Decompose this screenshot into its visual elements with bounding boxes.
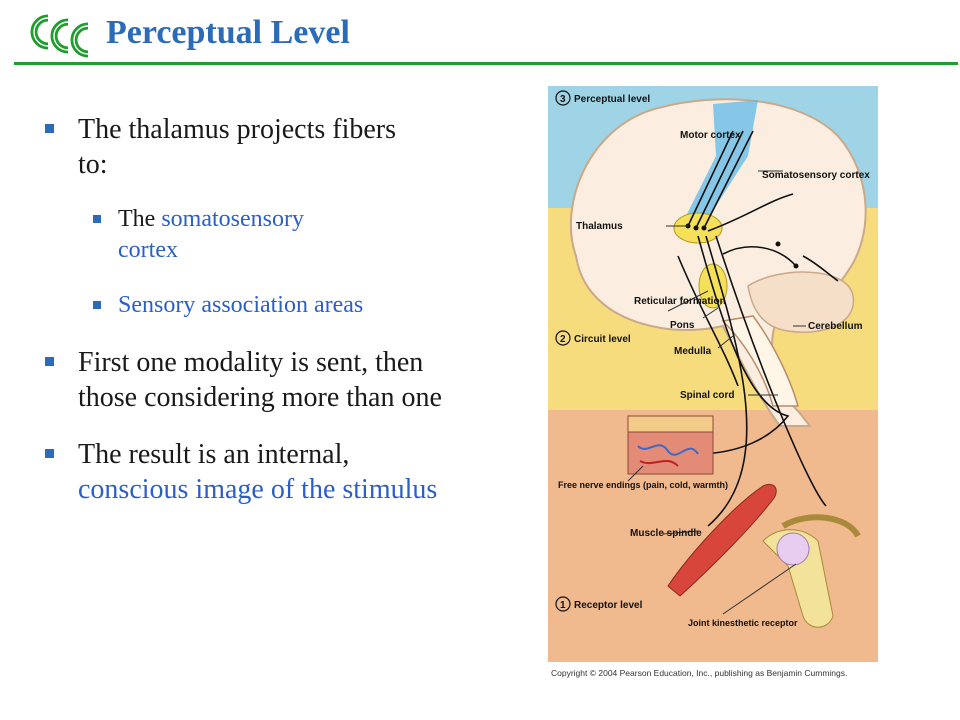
bullet-text: The thalamus projects fibers to: <box>78 114 397 180</box>
bullet-item: The result is an internal, conscious ima… <box>45 437 438 507</box>
cerebellum-icon <box>747 271 855 333</box>
level-badge-perceptual: 3 Perceptual level <box>555 90 650 106</box>
bullet-marker <box>45 357 54 366</box>
bullet-list: The thalamus projects fibers to: The som… <box>45 112 465 529</box>
bullet-prefix: The result is an internal, <box>78 439 350 470</box>
skin-block-icon <box>627 415 714 475</box>
spinal-cord-label: Spinal cord <box>680 390 734 401</box>
free-nerve-endings-label: Free nerve endings (pain, cold, warmth) <box>558 480 728 490</box>
motor-cortex-label: Motor cortex <box>680 130 741 141</box>
level-badge-receptor: 1 Receptor level <box>555 596 643 612</box>
sub-bullet-highlight: Sensory association areas <box>118 292 364 318</box>
motor-cortex-icon <box>686 100 758 226</box>
sub-bullet-item: Sensory association areas <box>93 290 478 321</box>
muscle-icon <box>667 483 777 597</box>
perceptual-level-label: Perceptual level <box>574 94 650 105</box>
bullet-text: First one modality is sent, then those c… <box>78 347 442 413</box>
reticular-formation-label: Reticular formation <box>634 296 726 307</box>
copyright-notice: Copyright © 2004 Pearson Education, Inc.… <box>551 668 848 678</box>
level-badge-circuit: 2 Circuit level <box>555 330 631 346</box>
cerebellum-label: Cerebellum <box>808 321 863 332</box>
bullet-marker <box>93 301 101 309</box>
joint-receptor-label: Joint kinesthetic receptor <box>688 618 798 628</box>
bullet-marker <box>45 124 54 133</box>
receptor-level-label: Receptor level <box>574 600 643 611</box>
pons-label: Pons <box>670 320 695 331</box>
bullet-highlight: conscious image of the stimulus <box>78 474 438 505</box>
level-num: 1 <box>560 600 566 611</box>
hip-joint-icon <box>762 514 861 628</box>
muscle-spindle-label: Muscle spindle <box>630 528 702 539</box>
page-title: Perceptual Level <box>106 14 350 51</box>
medulla-label: Medulla <box>674 346 712 357</box>
sub-bullet-prefix: The <box>118 206 162 232</box>
title-rule <box>14 62 958 65</box>
bullet-item: The thalamus projects fibers to: <box>45 112 408 182</box>
level-num: 3 <box>560 94 566 105</box>
sub-bullet-item: The somatosensory cortex <box>93 204 348 266</box>
sub-bullet-highlight: somatosensory cortex <box>118 206 304 263</box>
circuit-level-label: Circuit level <box>574 334 631 345</box>
somatosensory-cortex-label: Somatosensory cortex <box>762 170 870 181</box>
ccc-logo <box>30 14 89 58</box>
bullet-item: First one modality is sent, then those c… <box>45 345 458 415</box>
bullet-marker <box>93 215 101 223</box>
bullet-marker <box>45 449 54 458</box>
sensory-pathway-figure: 3 Perceptual level 2 Circuit level 1 Rec… <box>548 86 878 662</box>
level-num: 2 <box>560 334 566 345</box>
thalamus-label: Thalamus <box>576 221 623 232</box>
